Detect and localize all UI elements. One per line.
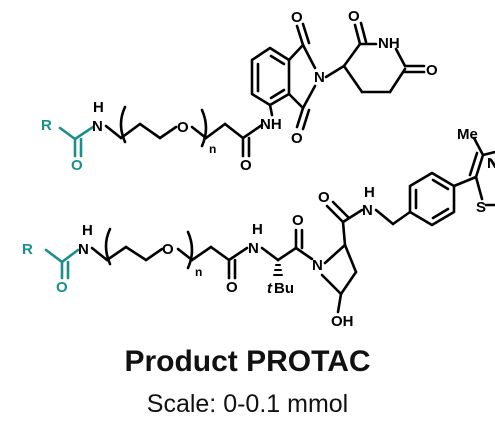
bottom-nh-n: N bbox=[78, 241, 89, 258]
bottom-ether-o: O bbox=[162, 241, 174, 258]
top-glutarimide-ring bbox=[342, 21, 426, 94]
top-nh-h: H bbox=[93, 99, 104, 116]
bottom-pro-n: N bbox=[312, 257, 323, 274]
top-amide-o: O bbox=[240, 157, 252, 174]
bottom-r-label: R bbox=[22, 241, 33, 258]
bottom-me: Me bbox=[457, 126, 478, 143]
top-imide-o-top: O bbox=[291, 9, 303, 26]
top-r-label: R bbox=[41, 117, 52, 134]
bottom-thiazole-n: N bbox=[487, 155, 495, 172]
caption-subtitle: Scale: 0-0.1 mmol bbox=[146, 390, 349, 418]
bottom-thiazole-ring bbox=[468, 136, 495, 207]
top-acyl-group: R O bbox=[41, 117, 95, 174]
bottom-s: S bbox=[476, 199, 486, 216]
bottom-acyl-group: R O bbox=[22, 241, 80, 296]
bottom-amide-o: O bbox=[226, 279, 238, 296]
top-phthalimide-ring bbox=[250, 22, 346, 131]
bottom-amide2-o: O bbox=[292, 212, 304, 229]
top-aryl-nh: NH bbox=[260, 116, 282, 133]
top-ether-o: O bbox=[177, 119, 189, 136]
bottom-n-subscript: n bbox=[195, 265, 202, 279]
caption-title: Product PROTAC bbox=[124, 345, 371, 378]
top-nh-n: N bbox=[92, 118, 103, 135]
bottom-tbu-bu: Bu bbox=[274, 280, 294, 297]
top-molecule: R O N H O n O NH bbox=[41, 8, 438, 174]
top-n-subscript: n bbox=[209, 142, 216, 156]
bottom-vhl-h: H bbox=[252, 221, 263, 238]
top-imide-n: N bbox=[314, 69, 325, 86]
top-carbonyl-o: O bbox=[71, 157, 83, 174]
top-glut-o-top: O bbox=[348, 8, 360, 25]
bottom-molecule: R O N H O n O N H bbox=[22, 126, 495, 330]
top-glut-nh: NH bbox=[378, 35, 400, 52]
bottom-tbu-t: t bbox=[267, 280, 273, 297]
top-imide-o-bottom: O bbox=[291, 130, 303, 147]
bottom-amide3-o: O bbox=[318, 189, 330, 206]
bottom-phenyl-ring bbox=[408, 171, 478, 227]
bottom-vhl-n: N bbox=[248, 240, 259, 257]
bottom-peg-chain bbox=[90, 227, 249, 280]
bottom-hydroxyproline-ring bbox=[320, 200, 412, 314]
bottom-amide3-h: H bbox=[364, 184, 375, 201]
protac-structure-scheme: R O N H O n O NH bbox=[22, 8, 495, 330]
bottom-tle-fragment bbox=[260, 228, 314, 276]
bottom-nh-h: H bbox=[82, 222, 93, 239]
bottom-oh: OH bbox=[331, 313, 354, 330]
bottom-amide3-n: N bbox=[362, 202, 373, 219]
top-glut-o-right: O bbox=[426, 62, 438, 79]
bottom-carbonyl-o: O bbox=[56, 279, 68, 296]
top-peg-chain bbox=[104, 105, 264, 158]
